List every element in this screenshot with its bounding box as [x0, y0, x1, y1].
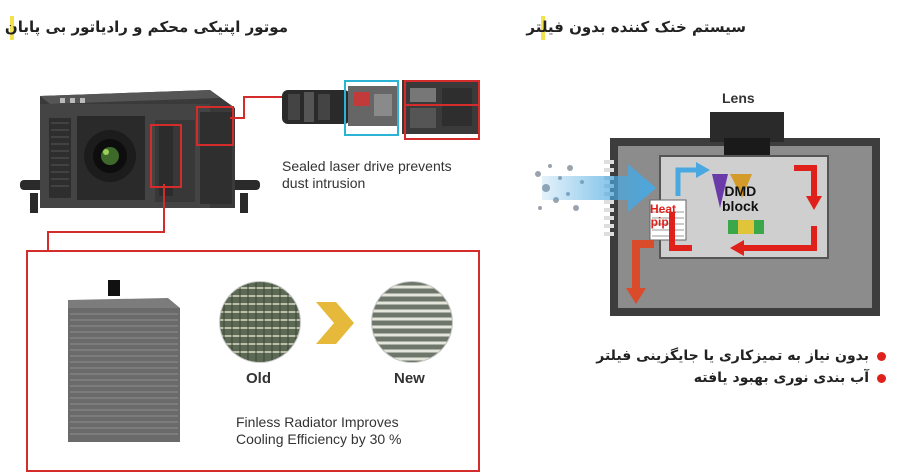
- bullet-dot-icon: [877, 373, 886, 383]
- radiator-caption-line2: Cooling Efficiency by 30 %: [236, 431, 402, 447]
- left-section-title: موتور اپتیکی محکم و رادیاتور بی پایان: [4, 18, 288, 36]
- cooling-diagram: [535, 112, 880, 316]
- new-label: New: [394, 370, 425, 387]
- projector-side-highlight: [196, 106, 234, 146]
- left-title-accent-bar: [10, 16, 14, 40]
- projector-image: [20, 90, 260, 213]
- feature-bullet-text-2: آب بندی نوری بهبود یافته: [693, 370, 869, 386]
- bullet-dot-icon: [877, 351, 886, 361]
- laser-caption-line2: dust intrusion: [282, 175, 366, 191]
- projector-vent-highlight: [150, 124, 182, 188]
- right-section-title: سیستم خنک کننده بدون فیلتر: [526, 18, 746, 36]
- laser-drive-red-highlight: [404, 80, 480, 140]
- lens-label: Lens: [722, 90, 755, 106]
- radiator-caption-line1: Finless Radiator Improves: [236, 414, 399, 430]
- dmd-label-line1: DMD: [724, 183, 757, 199]
- radiator-caption: Finless Radiator Improves Cooling Effici…: [236, 414, 402, 448]
- radiator-panel: Old New Finless Radiator Improves Coolin…: [26, 250, 480, 472]
- chevron-right-icon: [316, 302, 354, 344]
- feature-bullet-list: بدون نیاز به تمیزکاری یا جایگزینی فیلتر …: [596, 348, 886, 386]
- heat-pipe-line1: Heat: [650, 202, 677, 216]
- laser-caption-line1: Sealed laser drive prevents: [282, 158, 452, 174]
- laser-drive-cyan-highlight: [344, 80, 399, 136]
- feature-bullet-text-1: بدون نیاز به تمیزکاری یا جایگزینی فیلتر: [596, 348, 869, 364]
- heat-pipe-line2: pipe: [650, 215, 676, 229]
- feature-bullet-2: آب بندی نوری بهبود یافته: [596, 370, 886, 386]
- new-radiator-circle: [371, 281, 453, 363]
- dmd-label-line2: block: [722, 198, 759, 214]
- old-label: Old: [246, 370, 271, 387]
- old-radiator-circle: [219, 281, 301, 363]
- heat-pipe-label: Heat pipe: [650, 203, 676, 229]
- laser-drive-divider: [404, 104, 478, 106]
- dmd-block-label: DMD block: [722, 184, 759, 214]
- laser-drive-image: [282, 80, 478, 134]
- feature-bullet-1: بدون نیاز به تمیزکاری یا جایگزینی فیلتر: [596, 348, 886, 364]
- radiator-image: [68, 280, 180, 442]
- laser-drive-caption: Sealed laser drive prevents dust intrusi…: [282, 158, 452, 192]
- right-title-accent-bar: [541, 16, 545, 40]
